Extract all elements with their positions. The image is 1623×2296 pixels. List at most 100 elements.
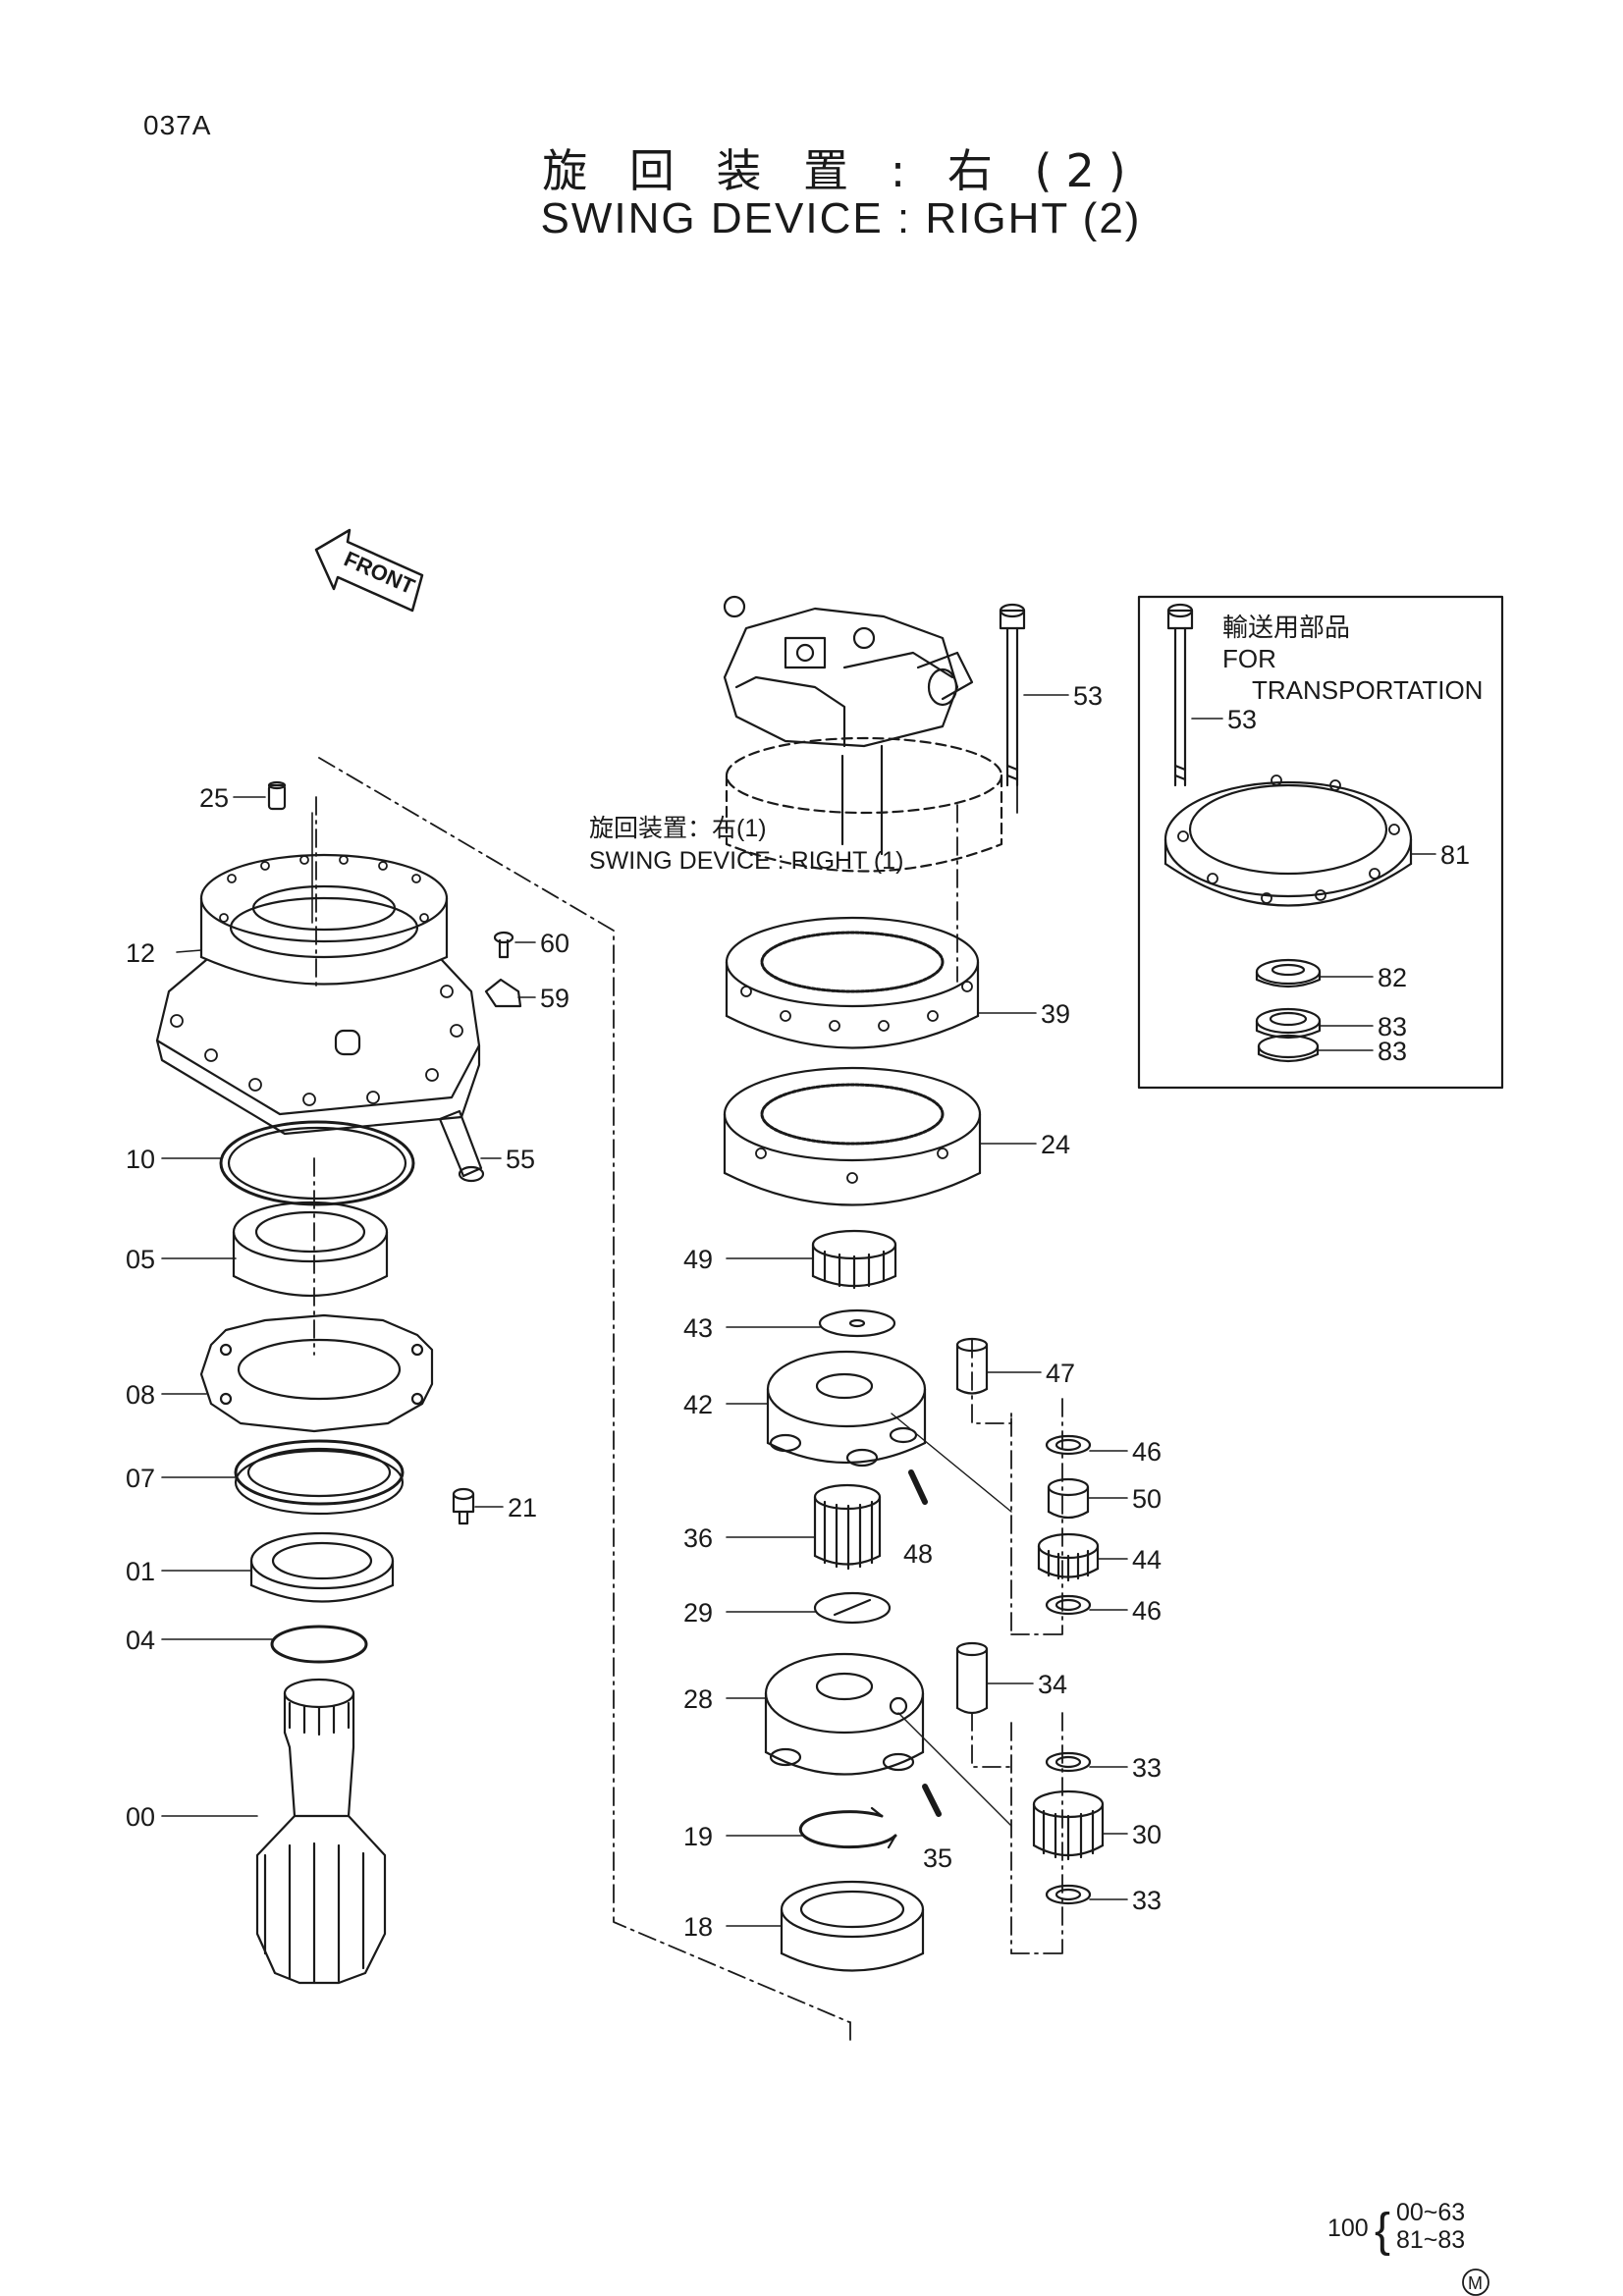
pin-34 bbox=[955, 1641, 989, 1715]
washer-82 bbox=[1255, 958, 1322, 988]
callout-24: 24 bbox=[1041, 1130, 1070, 1159]
swing-motor-assembly bbox=[723, 595, 1003, 873]
footer-brace: { bbox=[1375, 2205, 1390, 2257]
callout-numbers: 25 12 60 59 10 55 05 08 07 21 01 04 00 5… bbox=[126, 681, 1470, 1942]
callout-08: 08 bbox=[126, 1380, 155, 1410]
thrust-washer-33a bbox=[1045, 1751, 1092, 1773]
footer-range-2: 81~83 bbox=[1396, 2226, 1465, 2254]
washer-43 bbox=[818, 1308, 896, 1338]
o-ring-10 bbox=[219, 1120, 415, 1206]
thrust-washer-33b bbox=[1045, 1884, 1092, 1905]
sun-gear-49 bbox=[811, 1229, 897, 1290]
sun-gear-36 bbox=[813, 1483, 882, 1571]
bolt-53 bbox=[999, 603, 1026, 787]
callout-04: 04 bbox=[126, 1626, 155, 1655]
thrust-washer-46b bbox=[1045, 1594, 1092, 1616]
footer-range-1: 00~63 bbox=[1396, 2199, 1465, 2226]
snap-ring-19 bbox=[798, 1806, 897, 1849]
planet-gear-30 bbox=[1032, 1789, 1105, 1861]
bearing-05 bbox=[232, 1201, 389, 1297]
callout-59: 59 bbox=[540, 984, 569, 1013]
callout-42: 42 bbox=[683, 1390, 713, 1419]
transport-labels: 輸送用部品 FOR TRANSPORTATION bbox=[1222, 613, 1483, 705]
snap-ring-04 bbox=[270, 1625, 368, 1664]
plug-55 bbox=[438, 1109, 485, 1183]
washer-29 bbox=[813, 1591, 892, 1625]
callout-35: 35 bbox=[923, 1843, 952, 1873]
callout-46-lower: 46 bbox=[1132, 1596, 1162, 1626]
pin-47 bbox=[955, 1337, 989, 1395]
bolt-53-transport bbox=[1166, 603, 1194, 787]
callout-25: 25 bbox=[199, 783, 229, 813]
callout-48: 48 bbox=[903, 1539, 933, 1569]
pin-25 bbox=[267, 780, 287, 811]
spring-pin-35 bbox=[922, 1784, 942, 1817]
plate-59 bbox=[484, 978, 522, 1008]
pinion-shaft-00 bbox=[255, 1678, 387, 1985]
title-japanese: 旋 回 装 置 : 右 (2) bbox=[542, 144, 1140, 197]
callout-47: 47 bbox=[1046, 1359, 1075, 1388]
leader-35 bbox=[897, 1712, 1012, 1827]
callout-30: 30 bbox=[1132, 1820, 1162, 1849]
title-english: SWING DEVICE : RIGHT (2) bbox=[540, 194, 1142, 242]
seal-07 bbox=[234, 1439, 405, 1516]
callout-10: 10 bbox=[126, 1145, 155, 1174]
callout-83-lower: 83 bbox=[1378, 1037, 1407, 1066]
transport-box-frame bbox=[1137, 595, 1504, 1090]
callout-28: 28 bbox=[683, 1684, 713, 1714]
ring-gear-24 bbox=[723, 1066, 982, 1206]
callout-39: 39 bbox=[1041, 999, 1070, 1029]
leader-lines bbox=[161, 694, 1436, 1927]
callout-19: 19 bbox=[683, 1822, 713, 1851]
thrust-washer-46a bbox=[1045, 1434, 1092, 1456]
page-code: 037A bbox=[143, 110, 212, 140]
needle-bearing-50 bbox=[1047, 1477, 1090, 1520]
callout-82: 82 bbox=[1378, 963, 1407, 992]
spring-pin-48 bbox=[908, 1469, 928, 1505]
subassembly-label: 旋回装置：右(1) SWING DEVICE : RIGHT (1) bbox=[589, 815, 903, 875]
callout-50: 50 bbox=[1132, 1484, 1162, 1514]
front-arrow-icon: FRONT bbox=[314, 528, 424, 613]
footer-prefix: 100 bbox=[1327, 2215, 1369, 2242]
footer-range: 100 00~63 81~83 { bbox=[1327, 2199, 1465, 2257]
alignment-guides-center bbox=[956, 755, 1063, 1954]
callout-53: 53 bbox=[1073, 681, 1103, 711]
callout-07: 07 bbox=[126, 1464, 155, 1493]
callout-44: 44 bbox=[1132, 1545, 1162, 1575]
callout-00: 00 bbox=[126, 1802, 155, 1832]
callout-21: 21 bbox=[508, 1493, 537, 1522]
callout-29: 29 bbox=[683, 1598, 713, 1628]
bolt-21 bbox=[452, 1487, 475, 1525]
callout-83-upper: 83 bbox=[1378, 1012, 1407, 1041]
subassembly-jp: 旋回装置：右(1) bbox=[589, 815, 767, 842]
seal-ring-01 bbox=[249, 1531, 395, 1603]
carrier-42 bbox=[766, 1350, 927, 1468]
callout-12: 12 bbox=[126, 938, 155, 968]
transport-en-line2: TRANSPORTATION bbox=[1252, 675, 1483, 705]
ring-gear-39 bbox=[725, 916, 980, 1049]
callout-01: 01 bbox=[126, 1557, 155, 1586]
carrier-28 bbox=[764, 1652, 925, 1776]
footer-mark: M bbox=[1462, 2269, 1489, 2296]
callout-81: 81 bbox=[1440, 840, 1470, 870]
callout-55: 55 bbox=[506, 1145, 535, 1174]
leader-48 bbox=[891, 1413, 1012, 1513]
callout-53-transport: 53 bbox=[1227, 705, 1257, 734]
callout-46-upper: 46 bbox=[1132, 1437, 1162, 1467]
callout-49: 49 bbox=[683, 1245, 713, 1274]
callout-05: 05 bbox=[126, 1245, 155, 1274]
housing-12 bbox=[155, 853, 481, 1136]
planet-gear-44 bbox=[1037, 1532, 1100, 1582]
callout-36: 36 bbox=[683, 1523, 713, 1553]
alignment-guides-left bbox=[313, 757, 851, 2043]
bearing-18 bbox=[780, 1880, 925, 1972]
spacer-83b bbox=[1257, 1034, 1320, 1063]
callout-43: 43 bbox=[683, 1313, 713, 1343]
footer-mark-letter: M bbox=[1468, 2273, 1483, 2293]
callout-34: 34 bbox=[1038, 1670, 1067, 1699]
subassembly-en: SWING DEVICE : RIGHT (1) bbox=[589, 847, 903, 875]
transport-en-line1: FOR bbox=[1222, 644, 1276, 673]
callout-60: 60 bbox=[540, 929, 569, 958]
callout-18: 18 bbox=[683, 1912, 713, 1942]
